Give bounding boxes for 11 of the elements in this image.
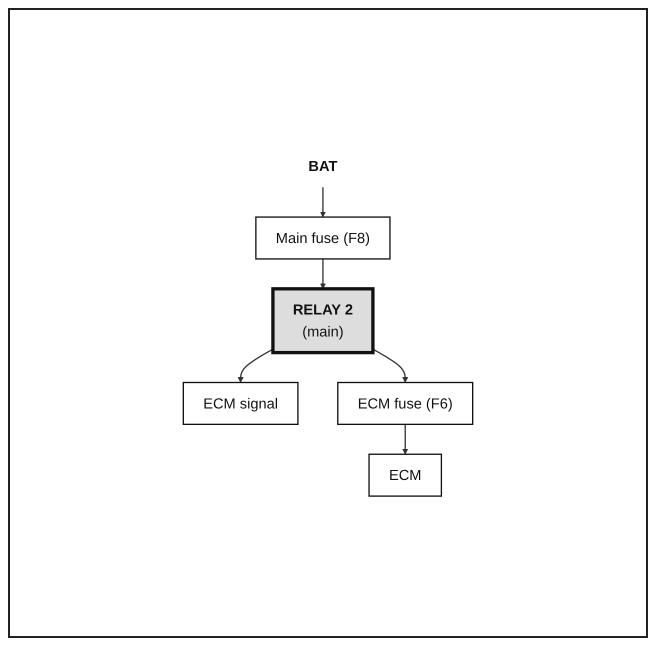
node-text: BAT (308, 158, 338, 174)
node-box: ECM fuse (F6) (337, 382, 474, 425)
node-box: ECM signal (182, 382, 299, 425)
arrow (320, 186, 326, 218)
node-box: ECM (368, 453, 442, 497)
arrow (320, 258, 326, 289)
arrow (238, 348, 274, 383)
arrow (372, 348, 408, 383)
arrow (402, 424, 408, 454)
node-box: RELAY 2 (main) (271, 286, 375, 354)
node-box: Main fuse (F8) (255, 216, 391, 260)
